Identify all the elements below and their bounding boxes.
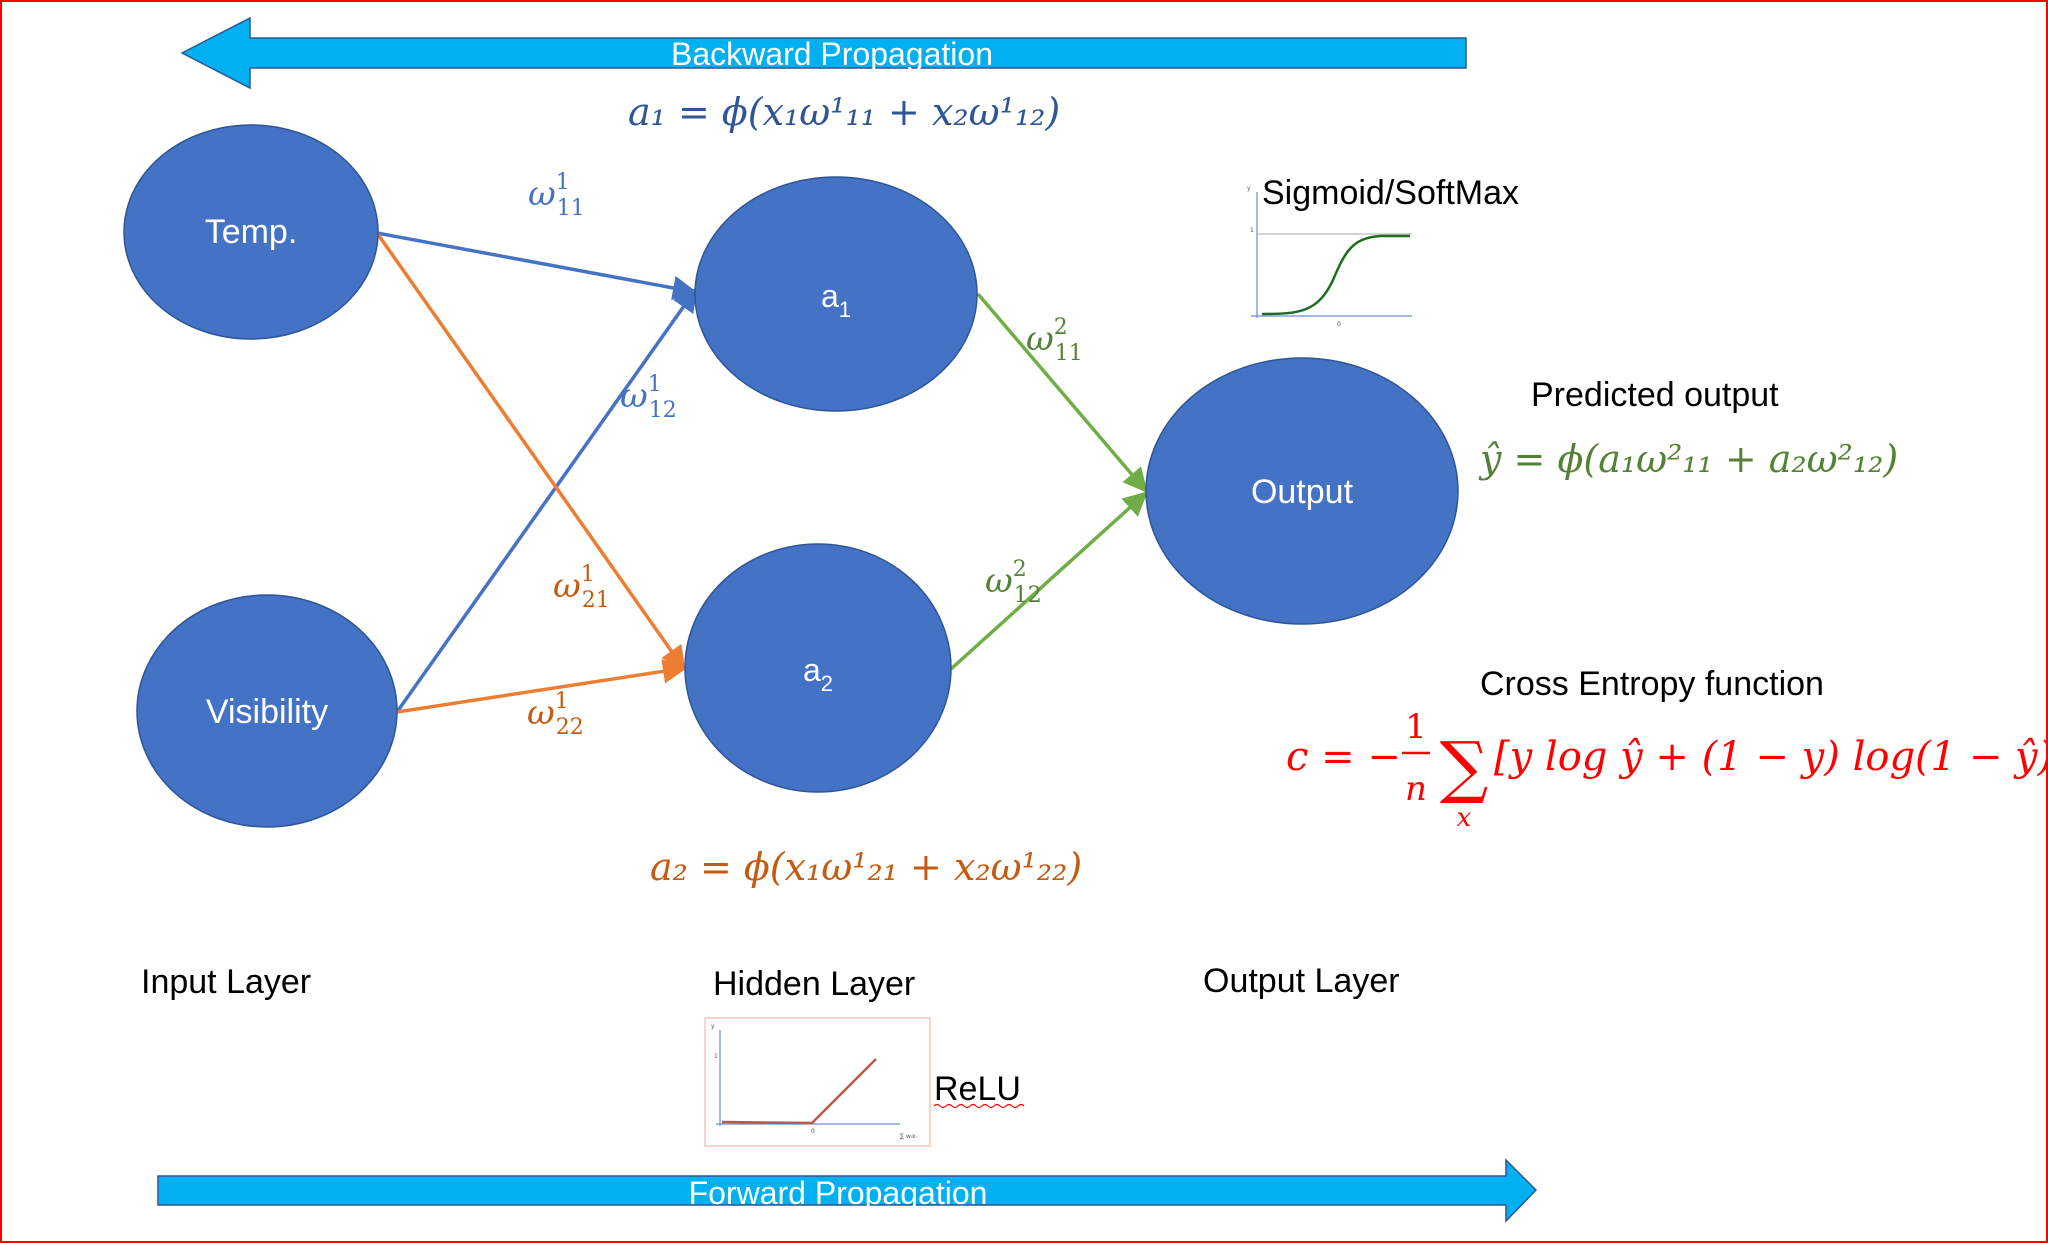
relu-label: ReLU <box>934 1070 1021 1108</box>
input-layer-label: Input Layer <box>141 963 311 1001</box>
cross-entropy-numerator: 1 <box>1405 707 1427 747</box>
edge-visibility-a2 <box>396 659 688 714</box>
sigmoid-label: Sigmoid/SoftMax <box>1262 174 1519 212</box>
relu-plot: y 1 0 ∑ wᵢxᵢ <box>704 1017 931 1147</box>
relu-plot-frame <box>704 1017 931 1147</box>
backward-propagation-label: Backward Propagation <box>671 36 993 72</box>
backward-propagation-arrow: Backward Propagation <box>180 16 1467 90</box>
node-a2: a2 <box>684 543 952 793</box>
predicted-output-label: Predicted output <box>1531 376 1779 414</box>
cross-entropy-label: Cross Entropy function <box>1480 665 1824 703</box>
formula-a1: a₁ = ϕ(x₁ω¹₁₁ + x₂ω¹₁₂) <box>628 90 1060 134</box>
formula-y-hat: ŷ = ϕ(a₁ω²₁₁ + a₂ω²₁₂) <box>1478 437 1898 481</box>
node-visibility: Visibility <box>136 594 398 828</box>
edge-temp-a2 <box>375 231 686 672</box>
edge-visibility-a1 <box>395 286 698 714</box>
sigmoid-one-tick: 1 <box>1250 227 1254 234</box>
relu-y-tick: y <box>711 1023 715 1030</box>
relu-one-tick: 1 <box>714 1053 718 1060</box>
node-temp-label: Temp. <box>205 213 298 251</box>
relu-curve <box>721 1058 877 1125</box>
sigmoid-plot: y 1 0 <box>1247 185 1412 328</box>
formula-cross-entropy: c = − 1 n ∑ x [y log ŷ + (1 − y) log(1 −… <box>1286 707 2048 833</box>
formula-a2: a₂ = ϕ(x₁ω¹₂₁ + x₂ω¹₂₂) <box>650 845 1082 889</box>
cross-entropy-sum: ∑ <box>1440 728 1489 807</box>
cross-entropy-denominator: n <box>1405 769 1427 809</box>
node-a2-label: a2 <box>803 652 833 696</box>
forward-propagation-arrow: Forward Propagation <box>157 1158 1538 1223</box>
hidden-layer-label: Hidden Layer <box>713 965 915 1003</box>
cross-entropy-rhs: [y log ŷ + (1 − y) log(1 − ŷ)] <box>1494 734 2048 780</box>
relu-sum-tick: ∑ wᵢxᵢ <box>900 1133 917 1140</box>
relu-spellcheck-underline <box>933 1103 1025 1109</box>
edge-temp-a1 <box>376 231 698 301</box>
cross-entropy-lhs: c = − <box>1286 734 1401 780</box>
node-output: Output <box>1145 357 1459 625</box>
node-a1: a1 <box>694 176 978 412</box>
sigmoid-curve <box>1261 234 1410 316</box>
sigmoid-y-tick: y <box>1247 185 1251 192</box>
edge-a1-output <box>976 292 1148 493</box>
sigmoid-zero-tick: 0 <box>1337 321 1341 328</box>
forward-propagation-label: Forward Propagation <box>689 1175 988 1211</box>
node-temp: Temp. <box>123 124 379 340</box>
relu-zero-tick: 0 <box>811 1128 815 1135</box>
output-layer-label: Output Layer <box>1203 962 1400 1000</box>
cross-entropy-sum-sub: x <box>1457 803 1472 833</box>
node-a1-label: a1 <box>821 278 851 322</box>
node-output-label: Output <box>1251 473 1354 511</box>
edge-a2-output <box>949 491 1148 671</box>
node-visibility-label: Visibility <box>206 693 328 731</box>
